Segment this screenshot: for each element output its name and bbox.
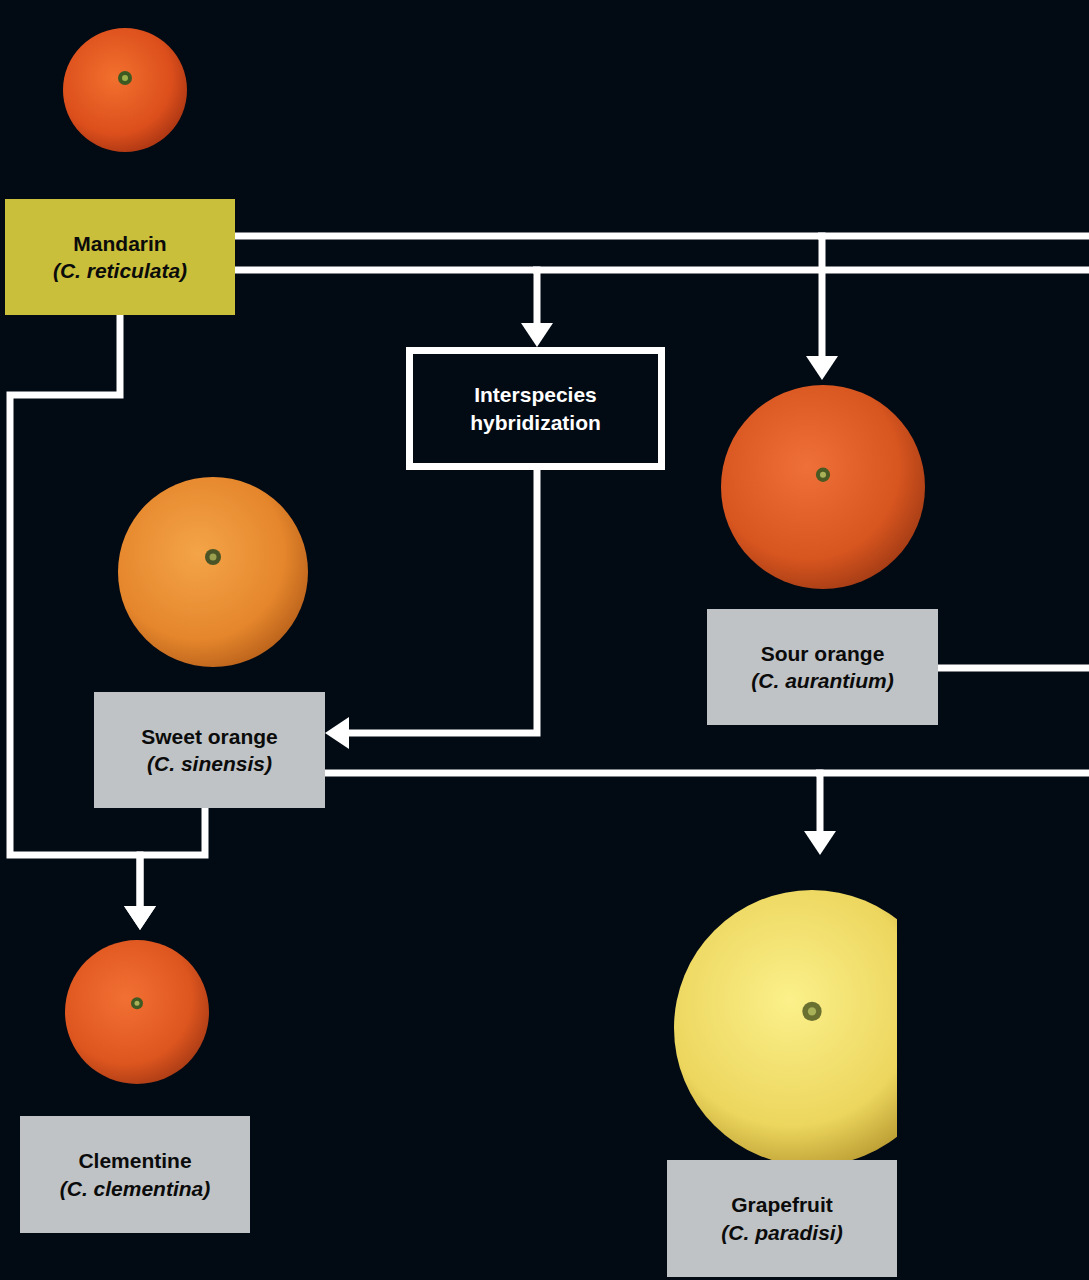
species-box: Sweet orange(C. sinensis) (94, 692, 325, 808)
connector-line (10, 315, 140, 906)
fruit-picture (707, 380, 938, 609)
off-page-lines (533, 236, 1089, 773)
fruit-picture (20, 930, 250, 1116)
connector-line (325, 773, 820, 831)
line-to-right-edge (818, 233, 1089, 240)
hybridization-arrow (325, 773, 836, 855)
common-name: Sour orange (761, 640, 885, 667)
common-name: Grapefruit (731, 1191, 833, 1218)
mandarin-fruit (63, 28, 187, 152)
species-name: (C. aurantium) (751, 667, 893, 694)
species-name: (C. clementina) (60, 1175, 211, 1202)
species-name: (C. sinensis) (147, 750, 272, 777)
arrowhead (806, 356, 838, 380)
species-label-box: Grapefruit(C. paradisi) (667, 1160, 897, 1277)
species-with-fruit: Clementine(C. clementina) (20, 930, 250, 1233)
line-to-right-edge (938, 665, 1089, 672)
sweet-orange-fruit (118, 477, 308, 667)
arrowhead (325, 717, 349, 749)
species-label-box: Clementine(C. clementina) (20, 1116, 250, 1233)
species-with-fruit: Sour orange(C. aurantium) (707, 380, 938, 725)
hybridization-arrow (325, 470, 537, 749)
common-name: Interspecies hybridization (423, 381, 648, 436)
arrowhead (124, 906, 156, 930)
hybridization-arrow (235, 270, 553, 347)
connector-line (349, 470, 537, 733)
connector-line (235, 270, 537, 323)
process-box: Interspecies hybridization (406, 347, 665, 470)
common-name: Mandarin (73, 230, 166, 257)
connector-line (235, 236, 822, 356)
species-label-box: Sour orange(C. aurantium) (707, 609, 938, 725)
line-to-right-edge (533, 267, 1089, 274)
hybridization-arrow (10, 315, 156, 930)
common-name: Clementine (78, 1147, 191, 1174)
species-box: Mandarin(C. reticulata) (5, 199, 235, 315)
arrowhead (124, 906, 156, 930)
species-name: (C. reticulata) (53, 257, 187, 284)
species-name: (C. paradisi) (721, 1219, 842, 1246)
species-with-fruit: Grapefruit(C. paradisi) (667, 855, 897, 1277)
common-name: Sweet orange (141, 723, 278, 750)
hybridization-arrow (124, 808, 205, 930)
connector-line (140, 808, 205, 906)
line-to-right-edge (816, 770, 1089, 777)
arrowhead (804, 831, 836, 855)
arrowhead (521, 323, 553, 347)
fruit-picture (667, 855, 897, 1160)
